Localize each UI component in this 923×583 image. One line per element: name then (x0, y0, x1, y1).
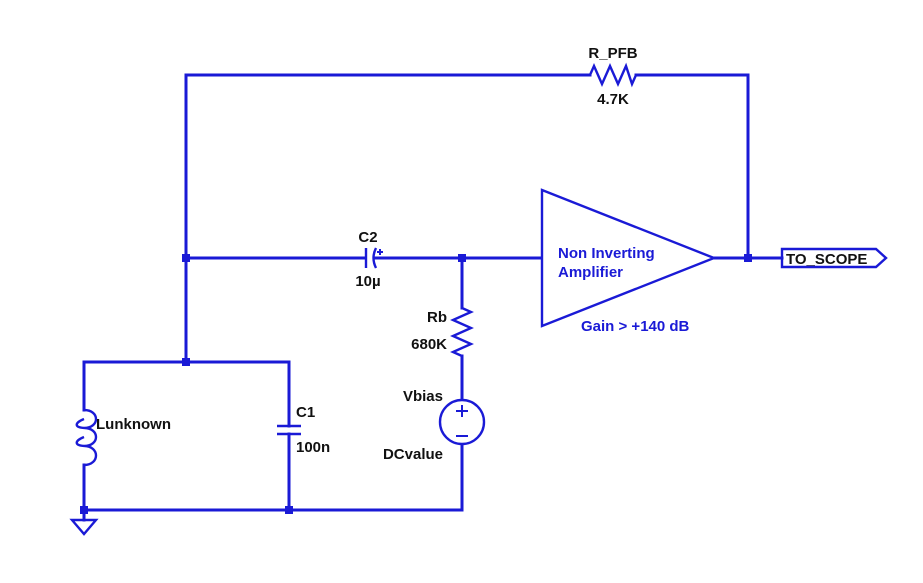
wire-feedback-top-right (634, 73, 750, 260)
r-pfb-name: R_PFB (588, 45, 637, 62)
amplifier-gain-label: Gain > +140 dB (581, 318, 690, 335)
amplifier-label-line1: Non Inverting (558, 245, 655, 262)
voltage-source-vbias: Vbias DCvalue (383, 388, 486, 463)
resistor-r-pfb: R_PFB 4.7K (588, 45, 637, 108)
inductor-name: Lunknown (96, 416, 171, 433)
plus-mark (377, 249, 383, 255)
resistor-icon (450, 306, 474, 358)
plus-mark (456, 405, 468, 417)
junction-dot (182, 358, 190, 366)
wire-ground-bus (82, 444, 464, 512)
amplifier-label-line2: Amplifier (558, 264, 623, 281)
junction-dot (182, 254, 190, 262)
capacitor-c2: C2 10µ (355, 229, 383, 290)
c2-value: 10µ (355, 273, 380, 290)
capacitor-c1: C1 100n (277, 404, 330, 456)
output-port-icon (780, 247, 888, 269)
rb-value: 680K (411, 336, 447, 353)
junctions (80, 254, 752, 514)
polarized-capacitor-icon (372, 247, 378, 269)
inductor-lunknown: Lunknown (75, 408, 171, 467)
resistor-rb: Rb 680K (411, 306, 474, 358)
junction-dot (285, 506, 293, 514)
inductor-icon (75, 408, 98, 467)
r-pfb-value: 4.7K (597, 91, 629, 108)
vbias-value: DCvalue (383, 446, 443, 463)
c2-name: C2 (358, 229, 377, 246)
rb-name: Rb (427, 309, 447, 326)
wires (82, 73, 784, 512)
output-port: TO_SCOPE (780, 247, 888, 269)
output-port-label: TO_SCOPE (786, 251, 867, 268)
ground (69, 508, 99, 536)
voltage-source-icon (438, 398, 486, 446)
vbias-name: Vbias (403, 388, 443, 405)
ground-icon (69, 518, 99, 536)
junction-dot (744, 254, 752, 262)
c1-value: 100n (296, 439, 330, 456)
amplifier: Non Inverting Amplifier Gain > +140 dB (540, 188, 718, 335)
c1-name: C1 (296, 404, 315, 421)
op-amp-icon (540, 188, 718, 328)
junction-dot (458, 254, 466, 262)
resistor-icon (588, 62, 638, 88)
